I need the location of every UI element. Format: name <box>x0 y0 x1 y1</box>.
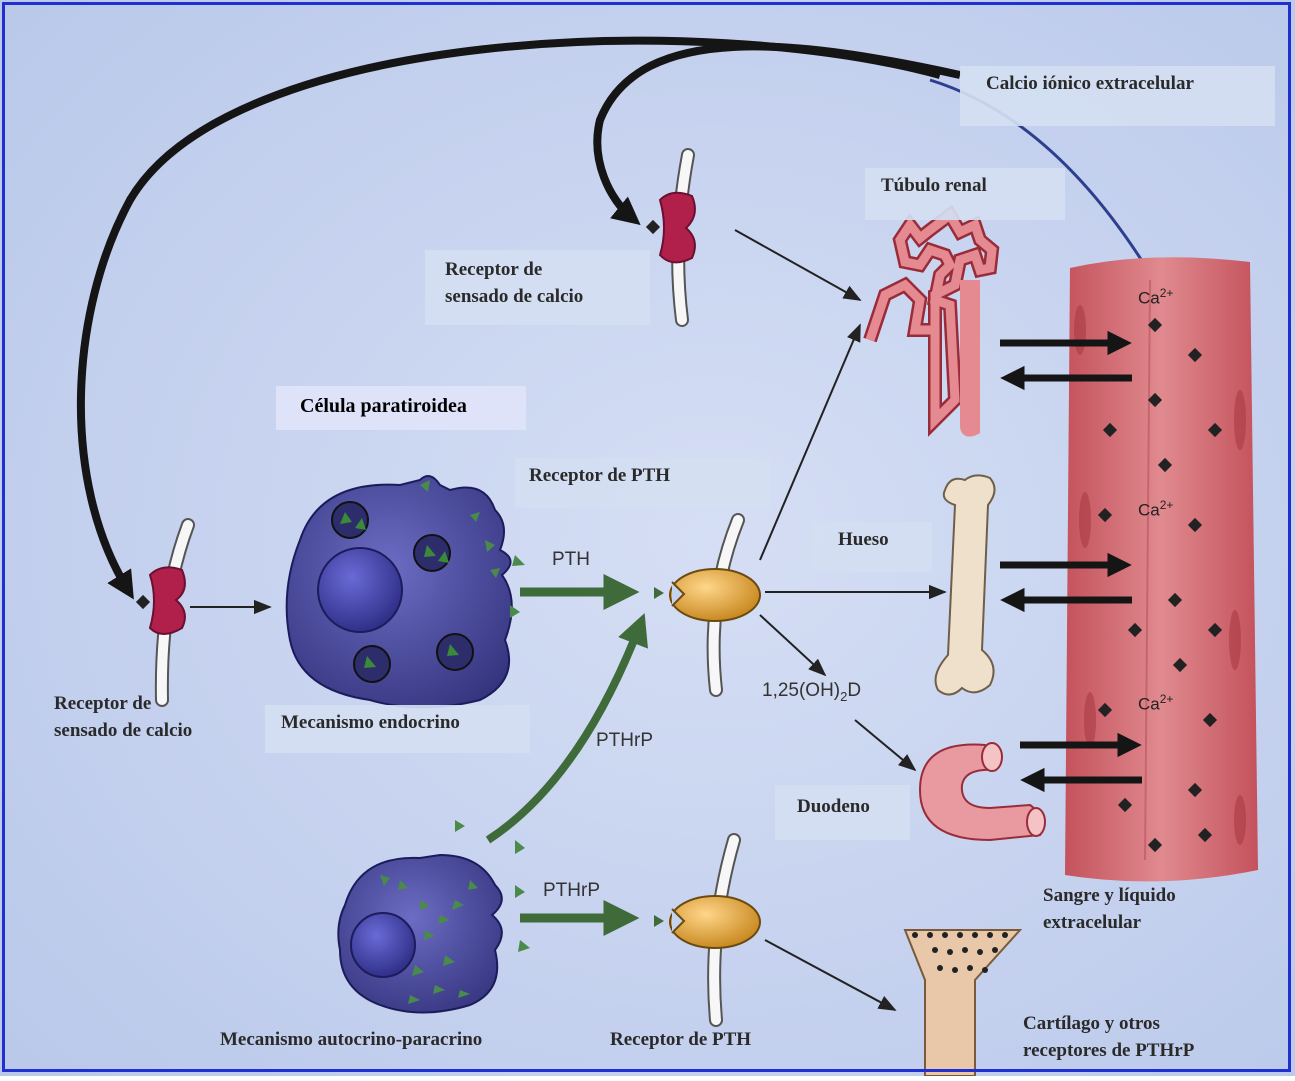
label-sangre: Sangre y líquido extracelular <box>1043 882 1273 936</box>
label-pth: PTH <box>552 549 590 571</box>
label-receptor-pth-bottom: Receptor de PTH <box>610 1026 810 1053</box>
ca-text-1: Ca <box>1138 289 1160 308</box>
label-celula-paratiroidea: Célula paratiroidea <box>276 386 526 430</box>
label-mecanismo-autocrino: Mecanismo autocrino-paracrino <box>220 1026 560 1053</box>
label-ca-3: Ca2+ <box>1138 692 1173 715</box>
label-pthrp-diagonal: PTHrP <box>596 730 653 752</box>
label-tubulo-renal: Túbulo renal <box>865 168 1065 220</box>
label-mecanismo-endocrino: Mecanismo endocrino <box>265 705 530 753</box>
pth-receptor-bottom <box>670 896 760 948</box>
label-ca-2: Ca2+ <box>1138 498 1173 521</box>
label-receptor-pth-top: Receptor de PTH <box>515 458 770 508</box>
ca-text-3: Ca <box>1138 695 1160 714</box>
label-cartilago: Cartílago y otros receptores de PTHrP <box>1023 1010 1283 1064</box>
label-calcio-ionico: Calcio iónico extracelular <box>960 66 1275 126</box>
label-hueso: Hueso <box>812 522 932 572</box>
ca-text-2: Ca <box>1138 501 1160 520</box>
ca-sup-1: 2+ <box>1160 286 1174 300</box>
parathyroid-cell-endocrine <box>287 476 525 708</box>
label-receptor-sensado-top: Receptor de sensado de calcio <box>425 250 650 325</box>
ca-sup-2: 2+ <box>1160 498 1174 512</box>
label-ca-1: Ca2+ <box>1138 286 1173 309</box>
label-duodeno: Duodeno <box>775 785 910 840</box>
blood-vessel <box>1065 257 1258 881</box>
ca-sup-3: 2+ <box>1160 692 1174 706</box>
label-vitamin-d: 1,25(OH)2D <box>762 680 861 704</box>
label-pthrp-lower: PTHrP <box>543 880 600 902</box>
pth-receptor-top <box>670 569 760 621</box>
vitd-main: 1,25(OH) <box>762 680 840 701</box>
vitd-end: D <box>847 680 861 701</box>
label-receptor-sensado-left: Receptor de sensado de calcio <box>54 690 274 744</box>
